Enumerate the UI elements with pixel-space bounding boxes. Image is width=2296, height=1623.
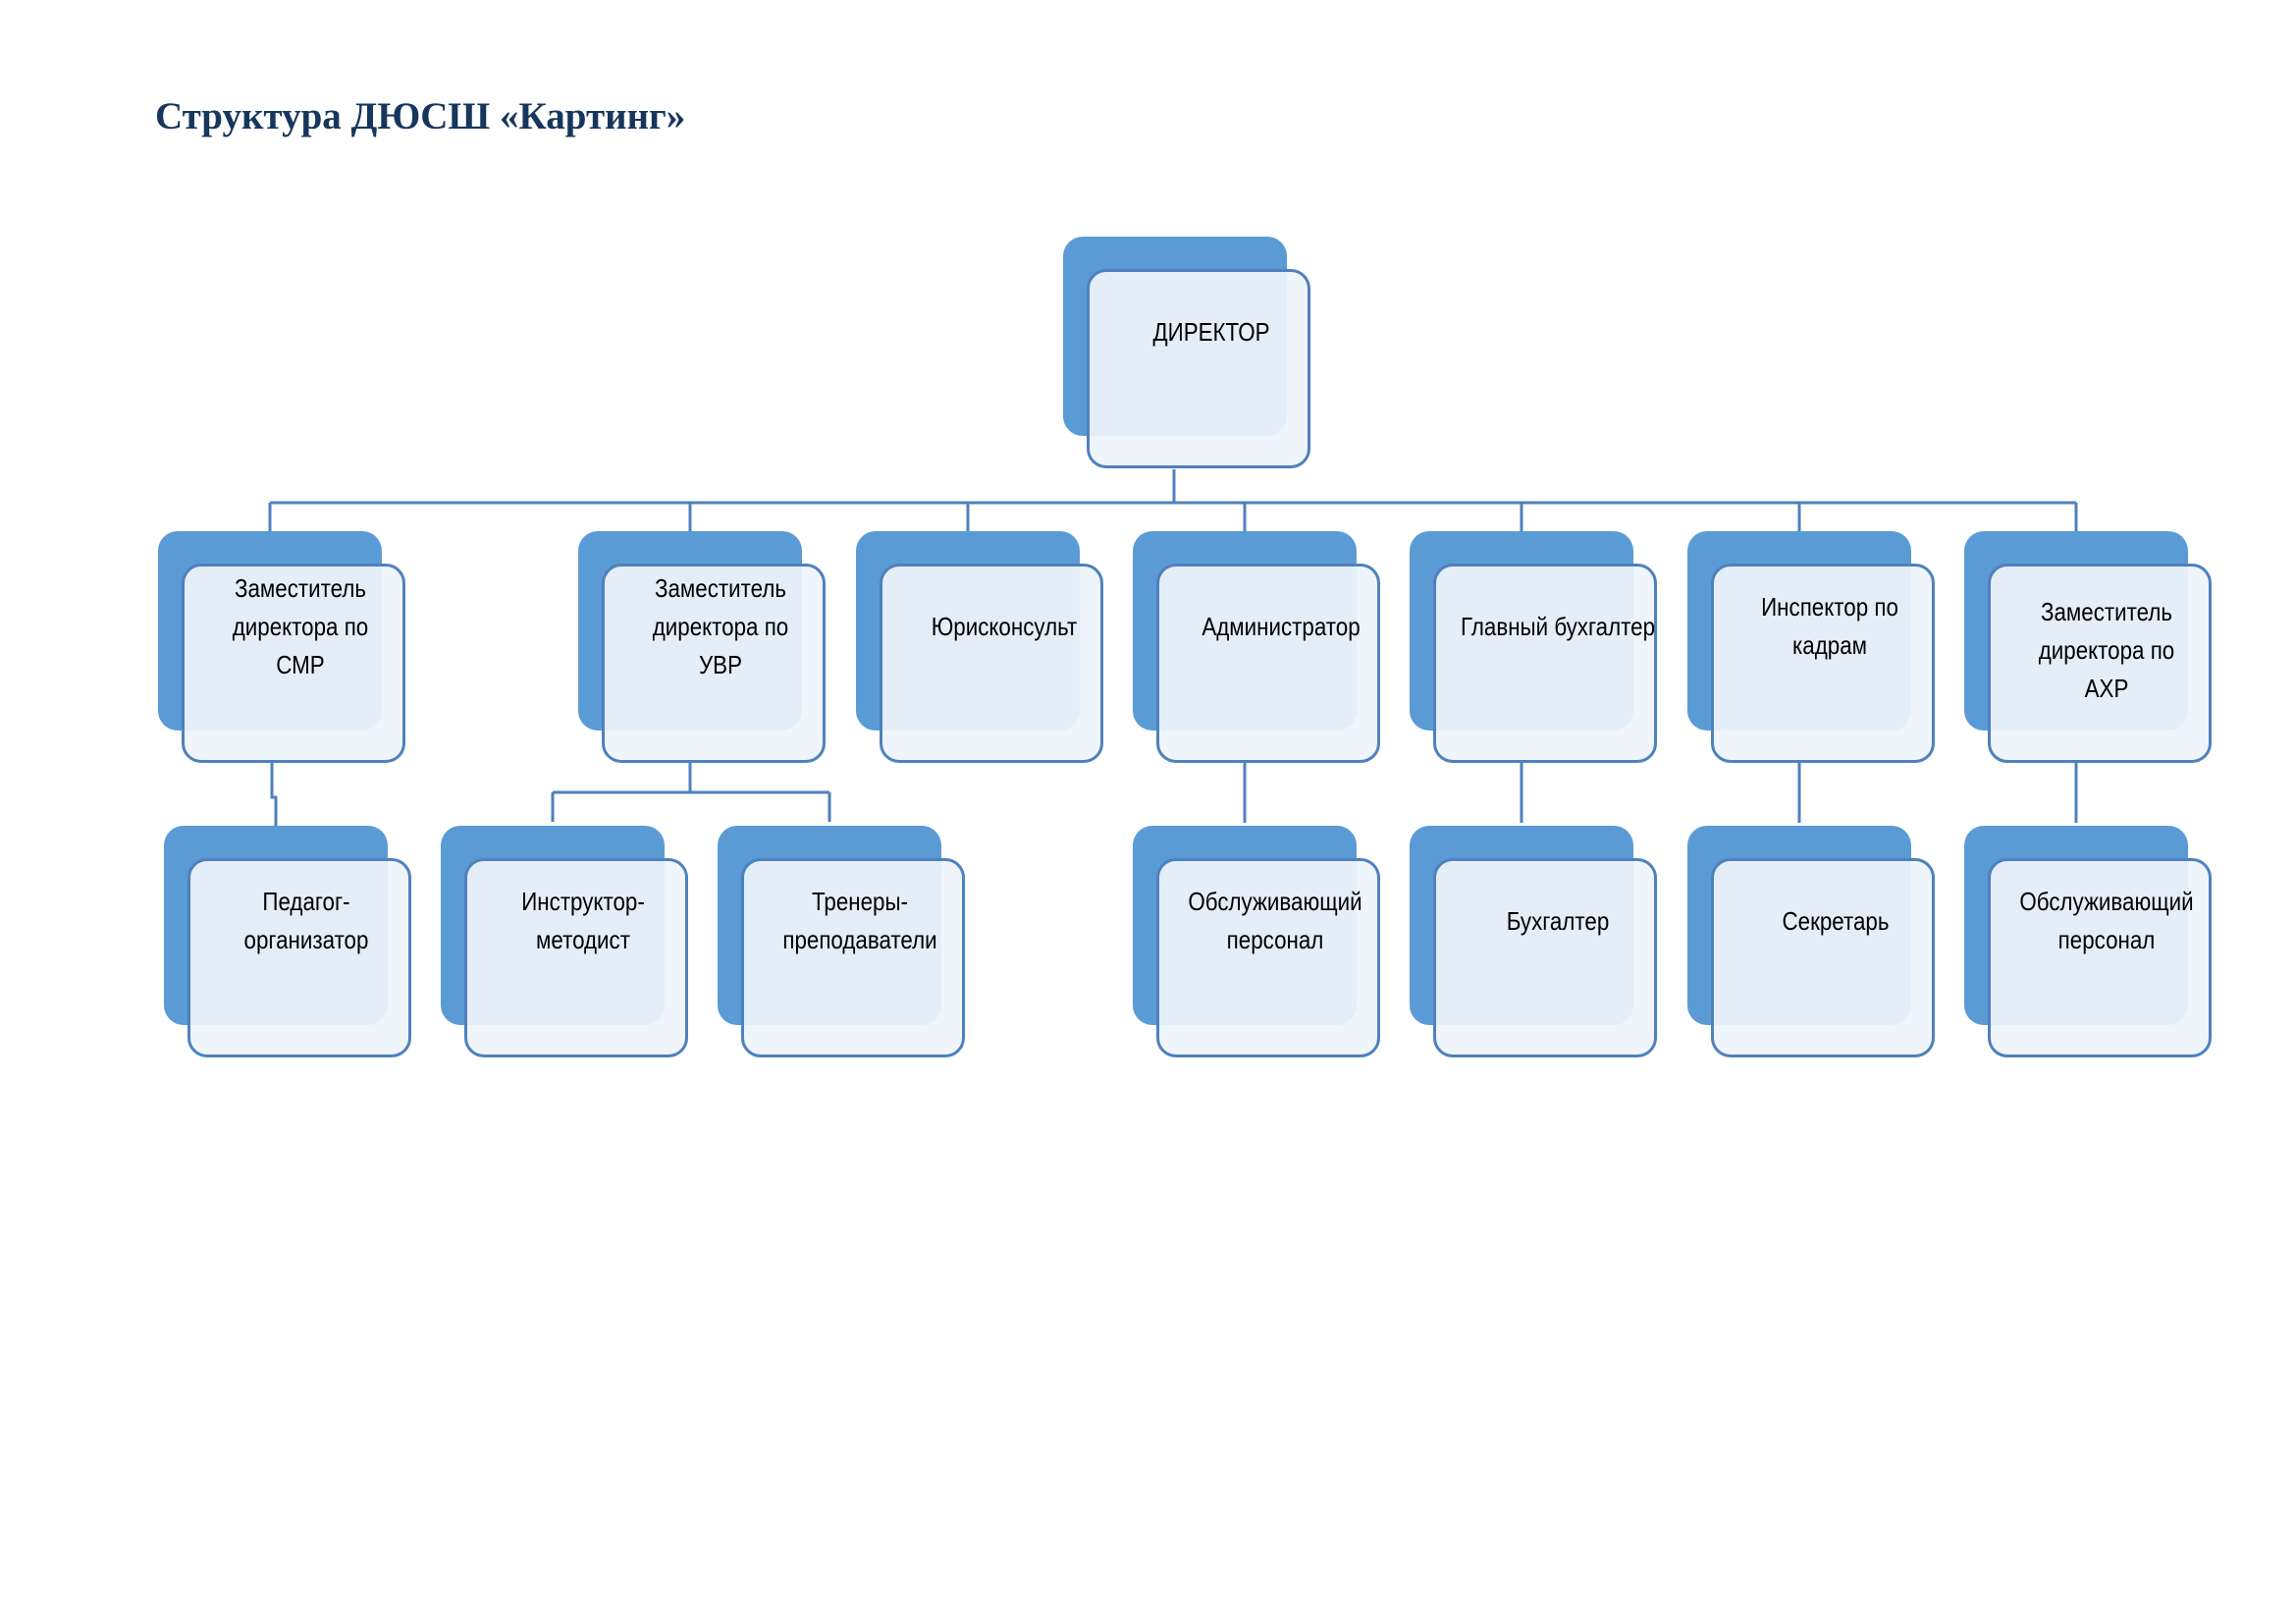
- node-label: Заместитель директора по УВР: [652, 572, 789, 679]
- node-instructor-methodist: Инструктор-методист: [441, 826, 693, 1057]
- node-chief-accountant: Главный бухгалтер: [1410, 531, 1662, 763]
- node-card: [1433, 858, 1657, 1057]
- node-card: [880, 564, 1103, 763]
- node-card: [602, 564, 826, 763]
- node-label: Инструктор-методист: [521, 887, 645, 954]
- node-card: [1988, 564, 2212, 763]
- node-card: [1156, 564, 1380, 763]
- node-label: Бухгалтер: [1506, 905, 1610, 936]
- node-service-staff-admin: Обслуживающий персонал: [1133, 826, 1385, 1057]
- node-teacher-organizer: Педагог-организатор: [164, 826, 416, 1057]
- node-label: Тренеры-преподаватели: [782, 887, 937, 954]
- node-accountant: Бухгалтер: [1410, 826, 1662, 1057]
- node-deputy-ahr: Заместитель директора по АХР: [1964, 531, 2216, 763]
- node-hr-inspector: Инспектор по кадрам: [1687, 531, 1940, 763]
- node-coaches-teachers: Тренеры-преподаватели: [718, 826, 970, 1057]
- node-card: [182, 564, 405, 763]
- node-label: Педагог-организатор: [243, 887, 369, 954]
- node-label: Инспектор по кадрам: [1761, 592, 1898, 660]
- node-card: [1087, 269, 1310, 468]
- node-label: Юрисконсульт: [931, 611, 1078, 641]
- node-label: Секретарь: [1782, 905, 1890, 936]
- node-deputy-smr: Заместитель директора по СМР: [158, 531, 410, 763]
- node-label: ДИРЕКТОР: [1152, 316, 1270, 347]
- node-card: [1988, 858, 2212, 1057]
- node-label: Заместитель директора по СМР: [232, 572, 369, 679]
- node-label: Обслуживающий персонал: [1188, 887, 1362, 954]
- node-card: [1711, 858, 1935, 1057]
- node-card: [1433, 564, 1657, 763]
- node-card: [1156, 858, 1380, 1057]
- node-deputy-uvr: Заместитель директора по УВР: [578, 531, 830, 763]
- node-service-staff-ahr: Обслуживающий персонал: [1964, 826, 2216, 1057]
- node-label: Главный бухгалтер: [1460, 611, 1656, 641]
- connector-smr-to-teacher: [270, 763, 278, 826]
- node-legal-adviser: Юрисконсульт: [856, 531, 1108, 763]
- node-label: Заместитель директора по АХР: [2038, 596, 2175, 703]
- node-card: [187, 858, 411, 1057]
- node-card: [1711, 564, 1935, 763]
- node-director: ДИРЕКТОР: [1063, 237, 1315, 468]
- connector-uvr-bus: [551, 763, 831, 822]
- node-card: [741, 858, 965, 1057]
- node-secretary: Секретарь: [1687, 826, 1940, 1057]
- page-title: Структура ДЮСШ «Картинг»: [155, 95, 686, 137]
- node-label: Администратор: [1201, 611, 1361, 641]
- node-label: Обслуживающий персонал: [2019, 887, 2194, 954]
- node-card: [464, 858, 688, 1057]
- node-administrator: Администратор: [1133, 531, 1385, 763]
